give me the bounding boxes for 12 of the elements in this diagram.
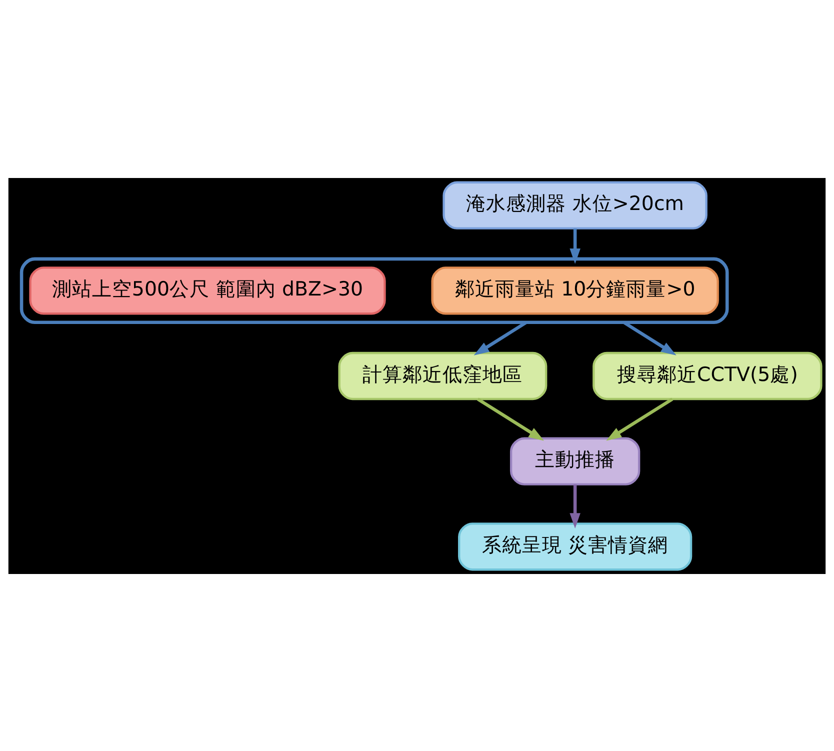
node-box: 鄰近雨量站 10分鐘雨量>0 (431, 266, 719, 314)
arrow (570, 484, 580, 528)
arrow (570, 228, 580, 264)
node-box: 淹水感測器 水位>20cm (442, 180, 708, 229)
arrow (606, 397, 674, 440)
node-box: 搜尋鄰近CCTV(5處) (592, 351, 822, 400)
node-box: 測站上空500公尺 範圍內 dBZ>30 (29, 266, 386, 314)
cluster (20, 256, 729, 324)
node-box: 計算鄰近低窪地區 (338, 351, 548, 400)
node-box: 主動推播 (510, 436, 640, 485)
node-box: 系統呈現 災害情資網 (458, 522, 692, 570)
arrow (476, 397, 544, 440)
